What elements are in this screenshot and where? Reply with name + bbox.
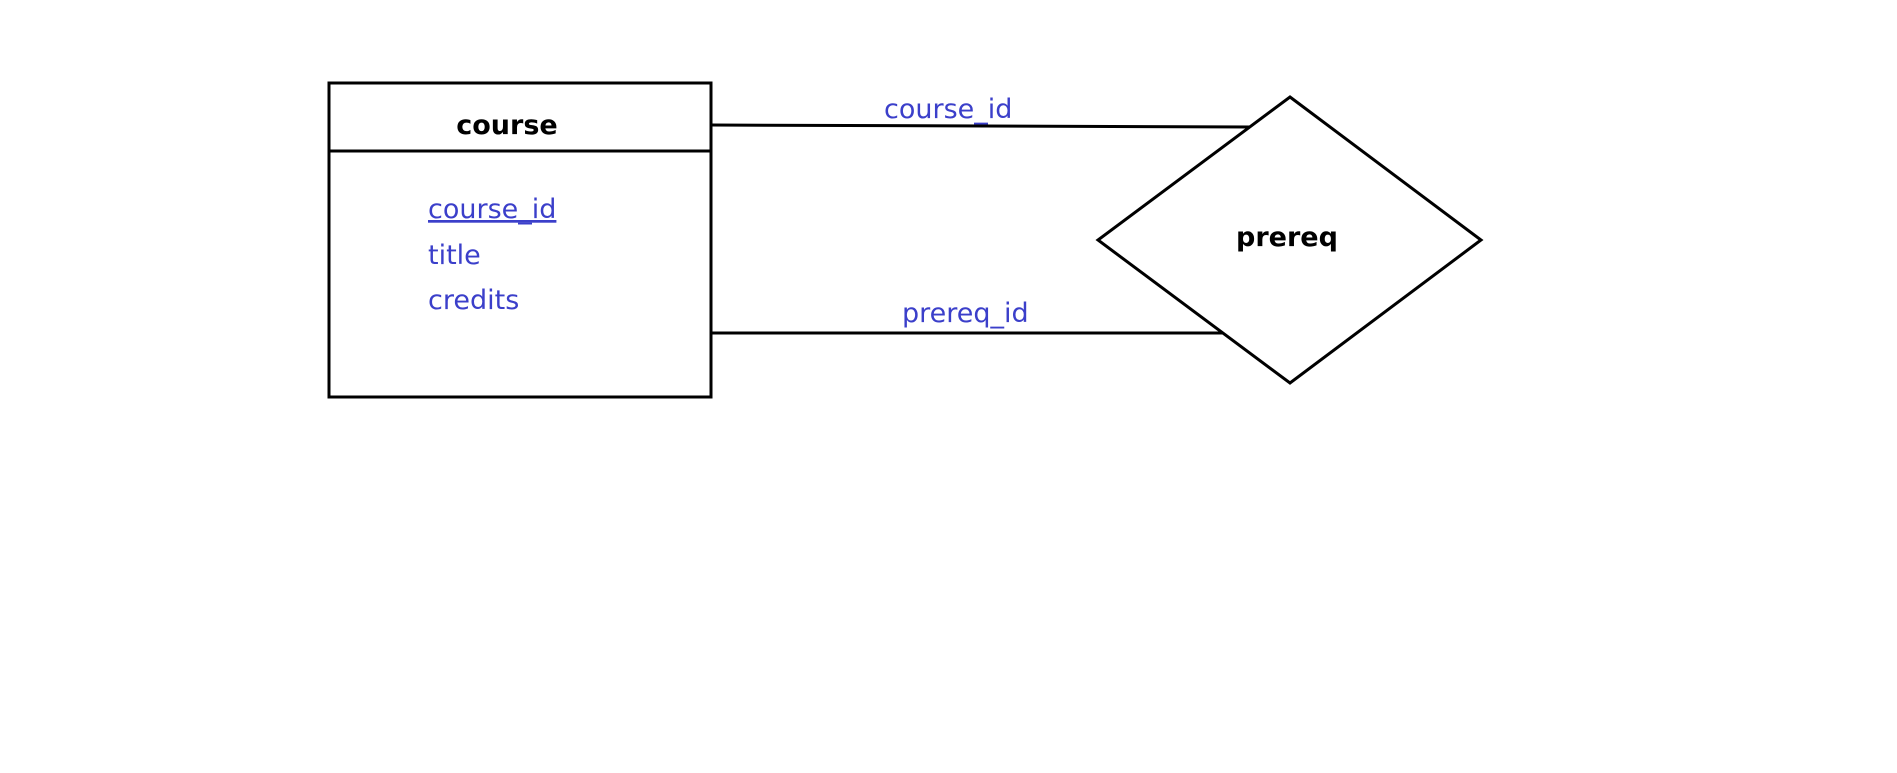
role-label-course-id: course_id: [884, 94, 1012, 125]
attribute-title: title: [428, 240, 481, 271]
entity-course[interactable]: course course_id title credits: [327, 81, 713, 399]
entity-title: course: [456, 110, 557, 141]
role-label-prereq-id: prereq_id: [902, 298, 1029, 329]
relationship-title: prereq: [1236, 222, 1338, 253]
attribute-credits: credits: [428, 285, 519, 316]
role-line-course-id: [710, 123, 1254, 129]
relationship-diamond: [1095, 95, 1484, 385]
relationship-prereq[interactable]: prereq: [1095, 95, 1484, 385]
entity-box: [327, 81, 713, 399]
attribute-course-id: course_id: [428, 194, 556, 225]
